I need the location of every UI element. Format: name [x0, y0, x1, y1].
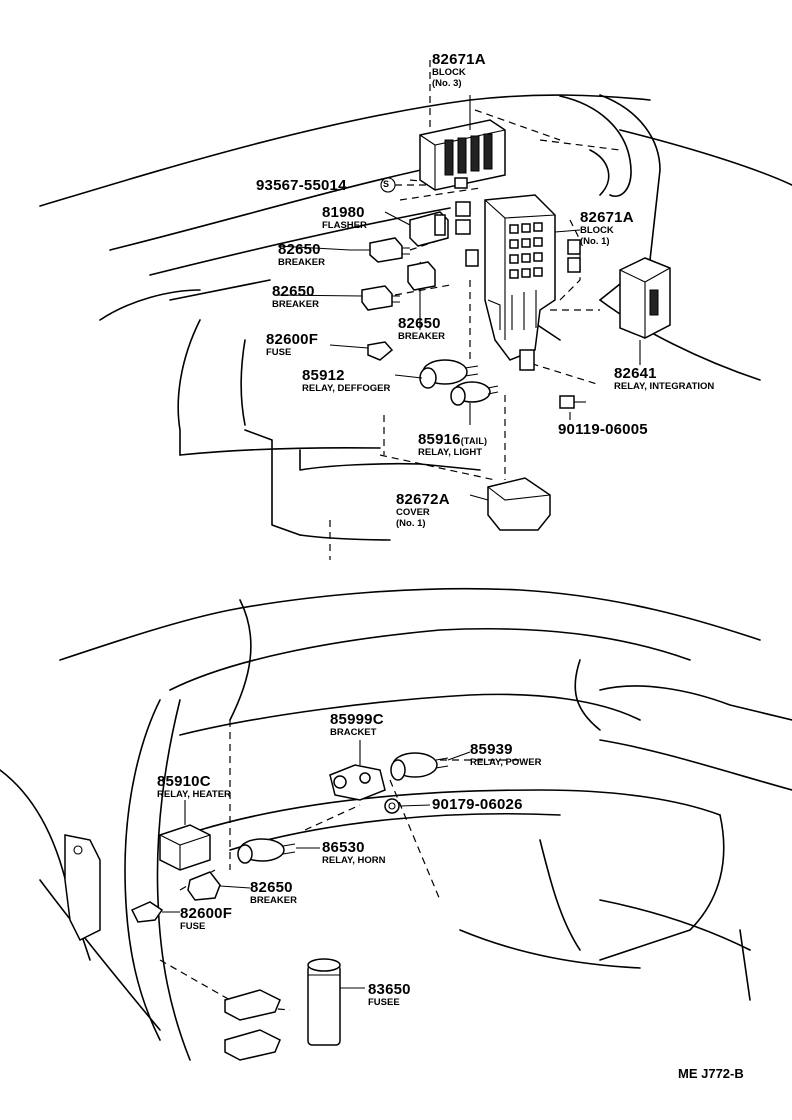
block-no1-part: [455, 194, 581, 371]
part-number: 82650: [272, 283, 315, 300]
block-no1-fuse-slots: [509, 222, 543, 279]
part-number: 85910C: [157, 773, 211, 790]
part-number: 85939: [470, 741, 513, 758]
relay-heater-part: [159, 824, 211, 871]
part-number: 81980: [322, 204, 365, 221]
part-name: COVER: [396, 507, 430, 518]
fusee-part: [307, 958, 341, 1046]
part-number: 85912: [302, 367, 345, 384]
label-82671A-block-no3: 82671A BLOCK (No. 3): [432, 52, 486, 88]
relay-power-part: [390, 752, 449, 781]
part-name: BREAKER: [278, 257, 325, 268]
label-82672A-cover-no1: 82672A COVER (No. 1): [396, 492, 450, 528]
breaker-part-a: [369, 237, 410, 263]
part-number: 82671A: [432, 51, 486, 68]
fuse-part-top: [367, 341, 394, 361]
part-number: 82641: [614, 365, 657, 382]
label-82641-relay-integration: 82641 RELAY, INTEGRATION: [614, 366, 714, 392]
label-90119-06005: 90119-06005: [558, 422, 648, 437]
part-name: FLASHER: [322, 220, 367, 231]
part-number: 85999C: [330, 711, 384, 728]
part-name: RELAY, HORN: [322, 855, 386, 866]
upper-dashboard-outline: [39, 60, 792, 560]
part-number: 82650: [250, 879, 293, 896]
part-name: RELAY, POWER: [470, 757, 542, 768]
part-detail: (No. 1): [580, 235, 610, 247]
label-85999C-bracket: 85999C BRACKET: [330, 712, 384, 738]
label-82650-breaker-a: 82650 BREAKER: [278, 242, 325, 268]
label-85916-relay-light: 85916(TAIL) RELAY, LIGHT: [418, 432, 487, 458]
part-name: RELAY, LIGHT: [418, 447, 483, 458]
flasher-part: [409, 211, 449, 247]
part-number: 90119-06005: [558, 421, 648, 438]
part-name: BREAKER: [398, 331, 445, 342]
drawing-reference: ME J772-B: [678, 1066, 744, 1081]
part-name: RELAY, DEFFOGER: [302, 383, 391, 394]
part-detail: (No. 1): [396, 517, 426, 529]
label-82650-breaker-d: 82650 BREAKER: [250, 880, 297, 906]
upper-leader-lines: [274, 95, 641, 501]
lower-leader-lines: [162, 740, 471, 989]
part-number: 82672A: [396, 491, 450, 508]
part-number: 82650: [278, 241, 321, 258]
block-no3-part: [419, 119, 506, 191]
label-85912-relay-deffoger: 85912 RELAY, DEFFOGER: [302, 368, 390, 394]
part-name: RELAY, INTEGRATION: [614, 381, 715, 392]
part-number: 93567-55014: [256, 177, 347, 194]
label-86530-relay-horn: 86530 RELAY, HORN: [322, 840, 386, 866]
fusee-clips-part: [224, 989, 281, 1061]
nut-part: [384, 798, 400, 814]
part-number: 85916: [418, 431, 461, 448]
part-tag: (TAIL): [460, 436, 488, 446]
fuse-part-bottom: [130, 901, 164, 923]
s-mark-label: S: [383, 179, 390, 189]
part-name: RELAY, HEATER: [157, 789, 231, 800]
screw-part: [559, 395, 586, 409]
breaker-part-b: [361, 285, 400, 311]
label-85910C-relay-heater: 85910C RELAY, HEATER: [157, 774, 231, 800]
label-82650-breaker-c: 82650 BREAKER: [398, 316, 445, 342]
label-90179-06026: 90179-06026: [432, 797, 523, 812]
part-name: BLOCK: [580, 225, 614, 236]
label-82600F-fuse-bottom: 82600F FUSE: [180, 906, 232, 932]
relay-integration-part: [619, 257, 671, 339]
part-name: FUSE: [266, 347, 292, 358]
label-81980-flasher: 81980 FLASHER: [322, 205, 367, 231]
breaker-part-c: [407, 261, 436, 291]
part-name: BREAKER: [250, 895, 297, 906]
relay-light-part: [450, 381, 499, 406]
part-name: BRACKET: [330, 727, 377, 738]
part-number: 90179-06026: [432, 796, 523, 813]
part-number: 82600F: [266, 331, 319, 348]
part-detail: (No. 3): [432, 77, 462, 89]
cover-no1-part: [487, 477, 551, 531]
label-93567-55014: 93567-55014: [256, 178, 347, 193]
part-number: 86530: [322, 839, 365, 856]
label-82671A-block-no1: 82671A BLOCK (No. 1): [580, 210, 634, 246]
relay-deffoger-part: [419, 359, 479, 389]
part-name: FUSEE: [368, 997, 400, 1008]
label-82650-breaker-b: 82650 BREAKER: [272, 284, 319, 310]
label-85939-relay-power: 85939 RELAY, POWER: [470, 742, 541, 768]
part-number: 83650: [368, 981, 411, 998]
part-number: 82600F: [180, 905, 233, 922]
label-83650-fusee: 83650 FUSEE: [368, 982, 411, 1008]
part-number: 82650: [398, 315, 441, 332]
side-bracket-part: [64, 834, 101, 942]
s-mark: [380, 177, 396, 193]
label-82600F-fuse-top: 82600F FUSE: [266, 332, 318, 358]
part-name: FUSE: [180, 921, 206, 932]
part-name: BLOCK: [432, 67, 466, 78]
relay-horn-part: [237, 838, 296, 864]
breaker-part-d: [187, 871, 221, 901]
part-number: 82671A: [580, 209, 634, 226]
part-name: BREAKER: [272, 299, 319, 310]
bracket-part: [329, 764, 386, 801]
